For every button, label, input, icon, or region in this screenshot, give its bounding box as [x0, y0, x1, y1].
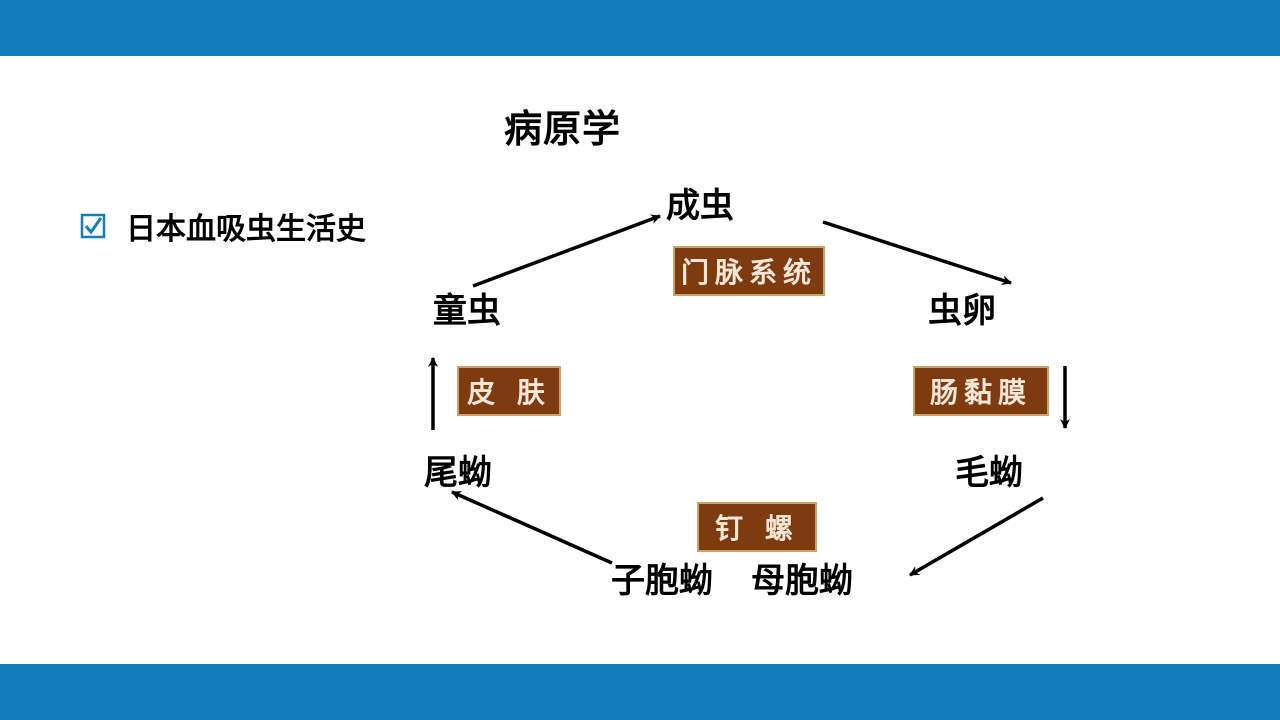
arrow-sporocyst-to-cercaria	[451, 490, 613, 565]
arrow-schistosomulum-to-adult	[472, 214, 661, 288]
site-label-intestinal-mucosa: 肠黏膜	[913, 366, 1049, 416]
checkbox-checked-icon	[80, 213, 106, 239]
node-adult: 成虫	[666, 186, 734, 226]
bullet-item: 日本血吸虫生活史	[80, 204, 366, 248]
site-label-skin: 皮 肤	[457, 366, 561, 416]
node-cercaria: 尾蚴	[424, 453, 492, 493]
site-label-snail: 钉 螺	[697, 502, 817, 552]
arrow-miracidium-to-sporocyst	[909, 496, 1044, 577]
site-label-portal-system: 门脉系统	[673, 246, 825, 296]
node-egg: 虫卵	[928, 291, 996, 331]
node-daughter-sporocyst: 子胞蚴	[611, 561, 713, 601]
arrow-adult-to-egg	[822, 220, 1012, 285]
node-mother-sporocyst: 母胞蚴	[751, 561, 853, 601]
bullet-text: 日本血吸虫生活史	[126, 212, 366, 247]
bottom-banner	[0, 664, 1280, 720]
slide-title: 病原学	[504, 107, 622, 151]
top-banner	[0, 0, 1280, 56]
node-miracidium: 毛蚴	[955, 453, 1023, 493]
node-schistosomulum: 童虫	[433, 291, 501, 331]
